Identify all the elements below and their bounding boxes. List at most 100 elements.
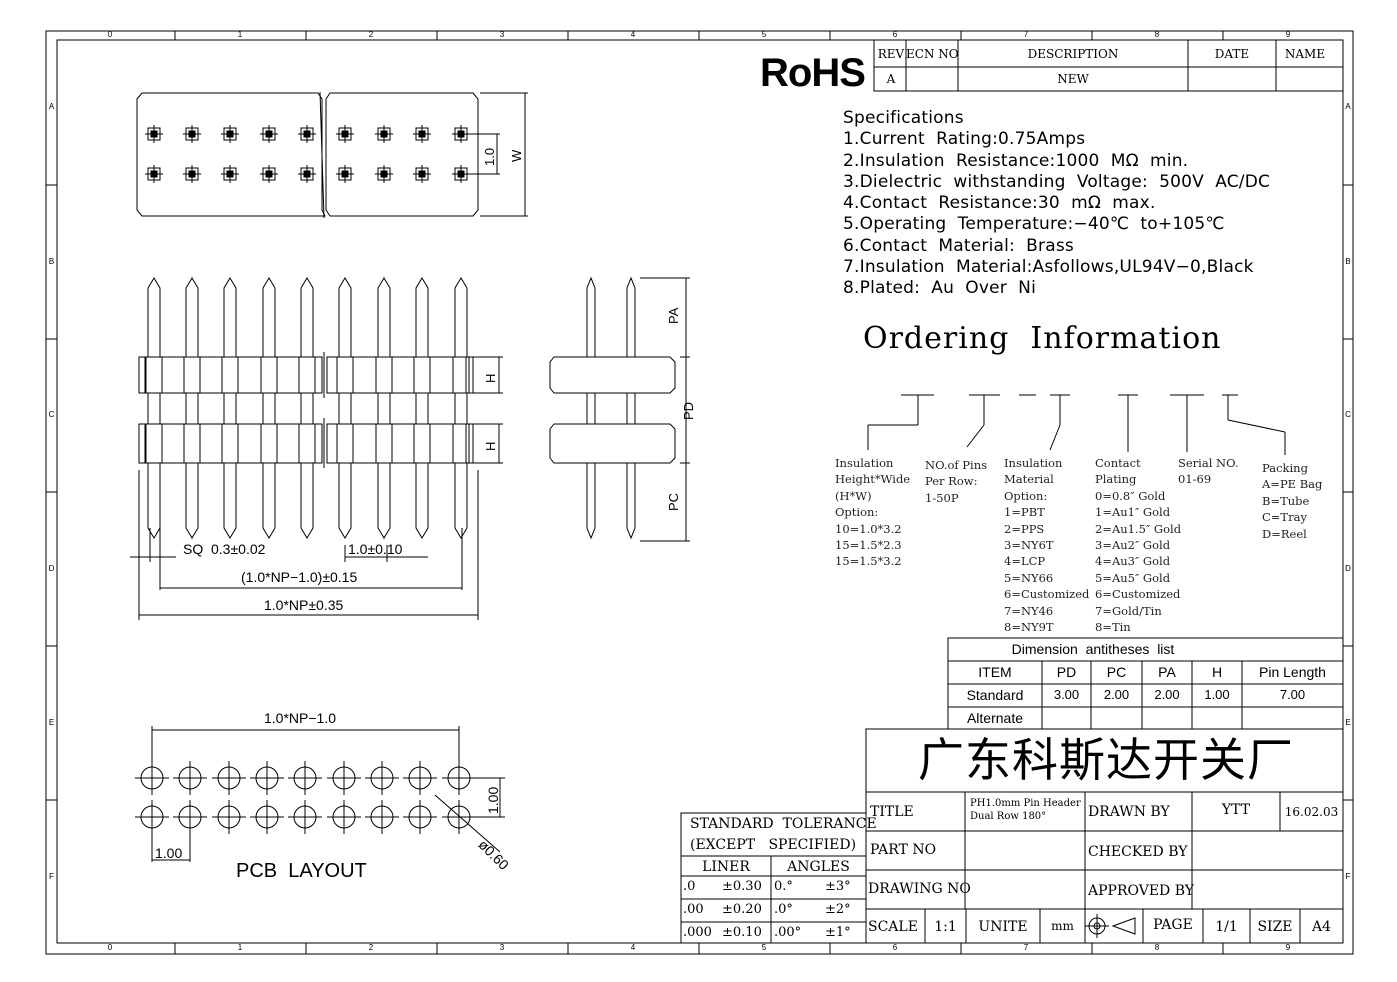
ordering-leaders bbox=[867, 394, 1286, 455]
dimension-table-header: ITEM bbox=[978, 664, 1012, 680]
ordering-line: C=Tray bbox=[1262, 510, 1307, 525]
company-name: 广东科斯达开关厂 bbox=[918, 733, 1294, 787]
frame-col-label-bottom: 8 bbox=[1154, 943, 1160, 952]
ordering-line: 8=NY9T bbox=[1004, 620, 1054, 635]
ordering-line: 4=Au3″ Gold bbox=[1095, 554, 1171, 569]
frame-col-label-top: 6 bbox=[892, 30, 898, 39]
tolerance-title-line1: STANDARD TOLERANCE bbox=[690, 816, 877, 832]
tolerance-cell: ±0.20 bbox=[722, 902, 762, 917]
dim-pcb-pitch-v: 1.00 bbox=[485, 786, 501, 814]
ordering-line: Option: bbox=[1004, 488, 1048, 503]
frame-row-label-right: A bbox=[1345, 102, 1351, 111]
dimension-table-header: Pin Length bbox=[1259, 664, 1326, 680]
rev-header-description: DESCRIPTION bbox=[1027, 47, 1119, 61]
tolerance-cell: .0° bbox=[774, 902, 793, 917]
pin bbox=[260, 277, 278, 539]
side-view bbox=[549, 276, 690, 542]
dim-pitch: 1.0±0.10 bbox=[348, 541, 403, 557]
drawing-no-label: DRAWING NO bbox=[868, 881, 971, 897]
pin-square bbox=[452, 165, 470, 183]
pin-square bbox=[260, 125, 278, 143]
dimension-table-cell: Alternate bbox=[966, 710, 1024, 726]
pcb-hole bbox=[212, 800, 246, 834]
pin bbox=[298, 277, 316, 539]
dim-span: (1.0*NP−1.0)±0.15 bbox=[241, 569, 358, 585]
dim-w-small: 1.0 bbox=[482, 147, 497, 166]
ordering-line: 8=Tin bbox=[1095, 620, 1131, 635]
pin-square bbox=[145, 165, 163, 183]
dim-total: 1.0*NP±0.35 bbox=[264, 597, 344, 613]
pcb-hole bbox=[403, 800, 437, 834]
ordering-line: Height*Wide bbox=[835, 472, 911, 487]
pin-square bbox=[298, 125, 316, 143]
frame-col-label-top: 7 bbox=[1023, 30, 1029, 39]
tolerance-cell: ±0.10 bbox=[722, 925, 762, 940]
frame-col-label-top: 0 bbox=[107, 30, 113, 39]
ordering-line: Per Row: bbox=[925, 474, 978, 489]
tolerance-table-lines bbox=[680, 812, 867, 944]
dimension-table-header: H bbox=[1211, 664, 1223, 680]
rev-value-rev: A bbox=[886, 72, 896, 86]
spec-item: 3.Dielectric withstanding Voltage: 500V … bbox=[843, 171, 1271, 192]
front-view-dims bbox=[130, 356, 503, 620]
pin-square bbox=[336, 125, 354, 143]
dimension-table-cell: 1.00 bbox=[1204, 687, 1230, 702]
specifications-title: Specifications bbox=[843, 108, 964, 128]
ordering-line: 15=1.5*3.2 bbox=[835, 554, 902, 569]
pcb-hole bbox=[212, 761, 246, 795]
ordering-line: 1-50P bbox=[925, 490, 959, 505]
ordering-line: NO.of Pins bbox=[925, 458, 988, 472]
tolerance-cell: .000 bbox=[683, 925, 712, 940]
pin bbox=[145, 277, 163, 539]
ordering-title: Ordering Information bbox=[863, 321, 1222, 356]
frame-col-label-bottom: 5 bbox=[761, 943, 767, 952]
title-label: TITLE bbox=[870, 804, 914, 820]
pcb-layout-title: PCB LAYOUT bbox=[236, 860, 367, 882]
ordering-line: (H*W) bbox=[835, 488, 872, 503]
pin bbox=[452, 277, 470, 539]
pcb-holes bbox=[135, 761, 476, 834]
ordering-line: 0=0.8″ Gold bbox=[1095, 488, 1166, 503]
pin bbox=[413, 277, 431, 539]
size-value: A4 bbox=[1311, 919, 1332, 935]
ordering-line: 15=1.5*2.3 bbox=[835, 538, 902, 553]
pin-square bbox=[145, 125, 163, 143]
pcb-hole bbox=[365, 800, 399, 834]
dim-pc: PC bbox=[666, 492, 681, 511]
dim-w: W bbox=[509, 149, 524, 162]
ordering-line: Insulation bbox=[835, 456, 894, 470]
pin-square bbox=[452, 125, 470, 143]
pin-square bbox=[413, 165, 431, 183]
tolerance-cell: ±3° bbox=[825, 879, 851, 894]
pin bbox=[183, 277, 201, 539]
pin-square bbox=[413, 125, 431, 143]
rohs-mark: RoHS bbox=[760, 51, 866, 95]
ordering-line: 6=Customized bbox=[1095, 587, 1181, 602]
pcb-hole bbox=[250, 761, 284, 795]
frame-row-label-right: C bbox=[1345, 410, 1351, 419]
pcb-dims bbox=[151, 726, 505, 862]
page-label: PAGE bbox=[1153, 917, 1193, 933]
ordering-line: 7=Gold/Tin bbox=[1095, 603, 1162, 618]
frame-col-label-top: 5 bbox=[761, 30, 767, 39]
tolerance-cell: ±1° bbox=[825, 925, 851, 940]
frame-row-label-right: F bbox=[1345, 872, 1351, 881]
dim-pd: PD bbox=[681, 401, 696, 420]
frame-row-label-left: C bbox=[48, 410, 55, 419]
frame-row-label-left: F bbox=[49, 872, 54, 881]
pcb-hole bbox=[288, 761, 322, 795]
dim-h-top: H bbox=[483, 373, 498, 383]
dimension-table-cell: 3.00 bbox=[1053, 687, 1080, 702]
pin bbox=[336, 277, 354, 539]
page-value: 1/1 bbox=[1215, 919, 1238, 935]
ordering-line: D=Reel bbox=[1262, 526, 1307, 541]
ordering-line: A=PE Bag bbox=[1262, 477, 1323, 492]
tolerance-header-angles: ANGLES bbox=[787, 859, 850, 875]
ordering-line: Serial NO. bbox=[1178, 456, 1239, 470]
tolerance-cell: 0.° bbox=[774, 879, 793, 894]
pin-square bbox=[375, 165, 393, 183]
revision-table-lines bbox=[873, 39, 1344, 92]
rev-header-rev: REV bbox=[877, 47, 905, 61]
pcb-hole bbox=[403, 761, 437, 795]
